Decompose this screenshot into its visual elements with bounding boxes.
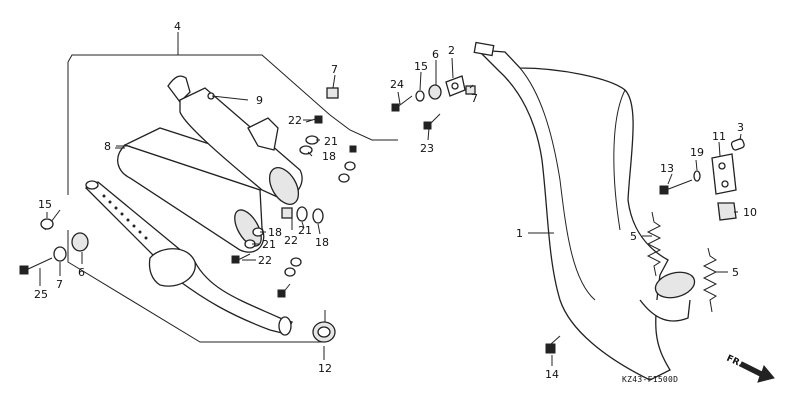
callout-7-top: 7 — [331, 63, 338, 76]
callout-2: 2 — [448, 44, 455, 57]
callout-14: 14 — [545, 368, 559, 381]
bracket-plate — [711, 153, 737, 195]
front-direction-marker: FR. — [725, 354, 775, 383]
callout-22-a: 22 — [288, 114, 302, 127]
callout-13: 13 — [660, 162, 674, 175]
diagram-part-code: KZ43-F1500D — [622, 375, 678, 384]
callout-15-left: 15 — [38, 198, 52, 211]
callout-7-right: 7 — [471, 92, 478, 105]
front-label: FR. — [725, 354, 744, 370]
callout-5-right: 5 — [732, 266, 739, 279]
callout-18-b: 18 — [268, 226, 282, 239]
callout-24: 24 — [390, 78, 404, 91]
callout-12: 12 — [318, 362, 332, 375]
callout-1: 1 — [516, 227, 523, 240]
callout-8: 8 — [104, 140, 111, 153]
callout-18-a: 18 — [322, 150, 336, 163]
hardware — [19, 75, 701, 354]
callout-10: 10 — [743, 206, 757, 219]
perforation-marks — [102, 194, 148, 240]
callout-6-top: 6 — [432, 48, 439, 61]
callout-22-c: 22 — [258, 254, 272, 267]
callout-21-a: 21 — [324, 135, 338, 148]
spring-left — [646, 211, 662, 277]
callout-15-top: 15 — [414, 60, 428, 73]
callout-7-left: 7 — [56, 278, 63, 291]
perforated-pipe — [84, 180, 293, 336]
callout-11: 11 — [712, 130, 726, 143]
callout-6-left: 6 — [78, 266, 85, 279]
front-arrow-icon — [739, 361, 775, 383]
callout-5-left: 5 — [630, 230, 637, 243]
callout-21-c: 21 — [298, 224, 312, 237]
callout-19: 19 — [690, 146, 704, 159]
callout-23: 23 — [420, 142, 434, 155]
spring-right — [702, 247, 718, 313]
callout-22-b: 22 — [284, 234, 298, 247]
callout-9: 9 — [256, 94, 263, 107]
callout-18-c: 18 — [315, 236, 329, 249]
callout-25: 25 — [34, 288, 48, 301]
callout-3: 3 — [737, 121, 744, 134]
silencer — [167, 75, 303, 205]
collar — [730, 138, 745, 151]
callout-21-b: 21 — [262, 238, 276, 251]
damper-rubber — [717, 202, 737, 221]
callout-4: 4 — [174, 20, 181, 33]
callout-labels: 1 2 3 4 5 5 6 6 7 7 7 8 9 10 11 12 13 14… — [34, 20, 757, 381]
exhaust-chamber — [473, 41, 696, 381]
leader-lines — [39, 57, 742, 366]
